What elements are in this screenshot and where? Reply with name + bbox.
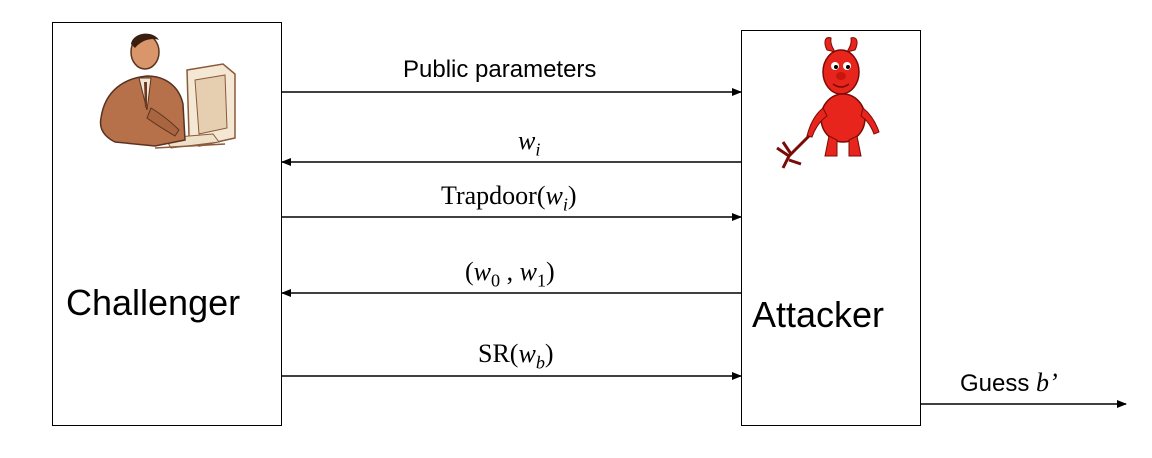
label-sr: SR(wb) (478, 339, 554, 373)
trapdoor-subscript: i (562, 194, 568, 215)
label-challenge-pair: (w0 , w1) (465, 257, 555, 291)
trapdoor-function: Trapdoor( (441, 181, 546, 210)
guess-variable: b’ (1036, 368, 1058, 397)
pair-open: ( (465, 257, 474, 286)
pair-separator: , (500, 257, 520, 286)
pair-var1: w (519, 257, 537, 286)
sr-subscript: b (535, 352, 545, 373)
guess-text: Guess (960, 370, 1037, 397)
label-wi: wi (518, 126, 541, 160)
label-trapdoor: Trapdoor(wi) (441, 181, 577, 215)
pair-sub0: 0 (491, 270, 501, 291)
challenger-label: Challenger (66, 282, 241, 323)
pair-close: ) (546, 257, 555, 286)
wi-subscript: i (535, 139, 541, 160)
sr-close: ) (544, 339, 554, 368)
trapdoor-variable: w (545, 181, 563, 210)
pair-var0: w (473, 257, 492, 286)
attacker-label: Attacker (752, 294, 885, 335)
wi-variable: w (518, 126, 536, 155)
trapdoor-close: ) (567, 181, 577, 210)
label-guess: Guess b’ (960, 368, 1058, 398)
sr-variable: w (518, 339, 536, 368)
pair-sub1: 1 (536, 270, 547, 291)
sr-function: SR( (478, 339, 519, 368)
label-public-parameters: Public parameters (403, 56, 597, 83)
